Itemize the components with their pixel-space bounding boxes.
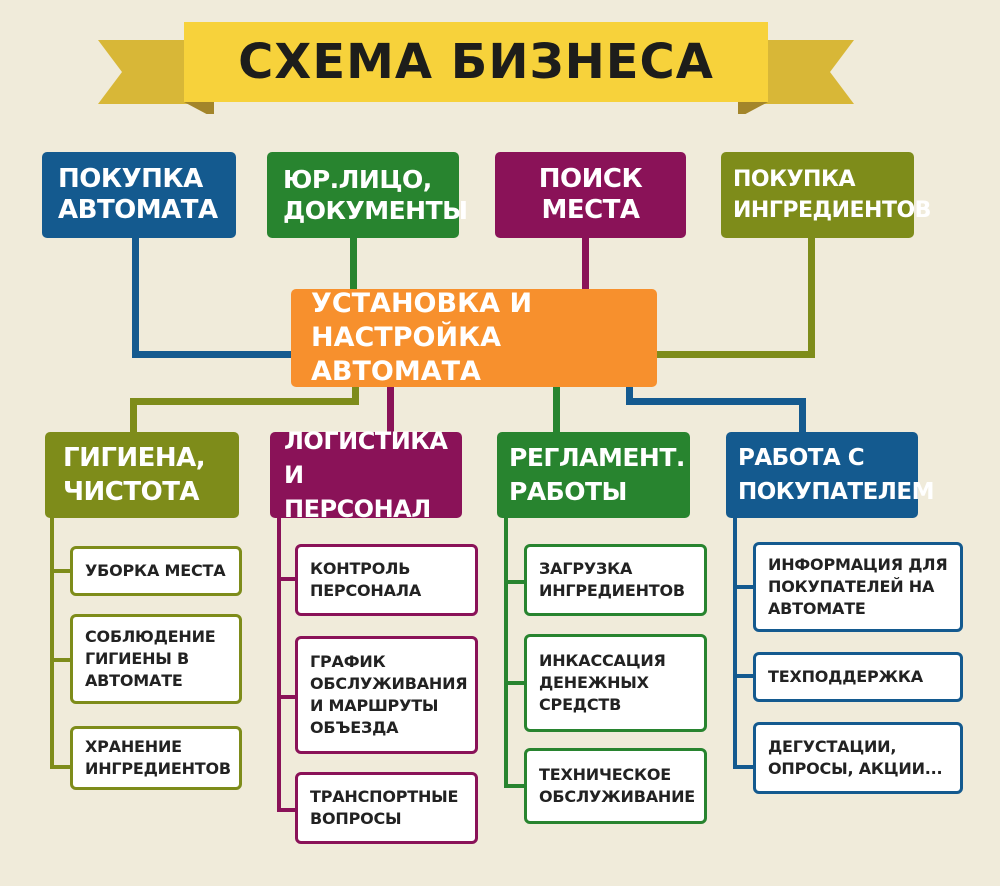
sub-item: ТЕХПОДДЕРЖКА xyxy=(753,652,963,702)
connector-line xyxy=(50,765,72,769)
sub-item-label: ИНФОРМАЦИЯ ДЛЯ ПОКУПАТЕЛЕЙ НА АВТОМАТЕ xyxy=(768,555,948,618)
connector-line xyxy=(350,234,357,294)
category-label: РАБОТА С ПОКУПАТЕЛЕМ xyxy=(738,445,934,505)
connector-line xyxy=(352,386,359,405)
sub-item: КОНТРОЛЬ ПЕРСОНАЛА xyxy=(295,544,478,616)
connector-line xyxy=(626,398,806,405)
sub-item-label: ТЕХПОДДЕРЖКА xyxy=(768,667,923,686)
connector-line xyxy=(733,516,737,768)
category-customers: РАБОТА С ПОКУПАТЕЛЕМ xyxy=(726,432,934,518)
sub-item-label: СОБЛЮДЕНИЕ ГИГИЕНЫ В АВТОМАТЕ xyxy=(85,627,216,690)
sub-item-label: УБОРКА МЕСТА xyxy=(85,561,226,580)
sub-item: ДЕГУСТАЦИИ, ОПРОСЫ, АКЦИИ... xyxy=(753,722,963,794)
sub-item: ЗАГРУЗКА ИНГРЕДИЕНТОВ xyxy=(524,544,707,616)
category-regulations: РЕГЛАМЕНТ. РАБОТЫ xyxy=(497,432,690,518)
connector-line xyxy=(387,386,394,438)
connector-line xyxy=(654,351,815,358)
sub-item-label: КОНТРОЛЬ ПЕРСОНАЛА xyxy=(310,559,422,600)
center-box-install-setup: УСТАНОВКА И НАСТРОЙКА АВТОМАТА xyxy=(291,288,657,387)
connector-line xyxy=(277,516,281,812)
connector-line xyxy=(277,808,297,812)
connector-line xyxy=(733,674,755,678)
connector-line xyxy=(132,351,302,358)
connector-line xyxy=(130,398,137,438)
connector-line xyxy=(504,681,526,685)
connector-line xyxy=(733,765,755,769)
top-box-buy-machine: ПОКУПКА АВТОМАТА xyxy=(42,152,236,238)
connector-line xyxy=(504,516,508,788)
connector-line xyxy=(132,234,139,358)
top-box-buy-ingredients: ПОКУПКА ИНГРЕДИЕНТОВ xyxy=(721,152,931,238)
connector-line xyxy=(582,234,589,294)
sub-item: СОБЛЮДЕНИЕ ГИГИЕНЫ В АВТОМАТЕ xyxy=(70,614,242,704)
category-logistics: ЛОГИСТИКА И ПЕРСОНАЛ xyxy=(270,427,462,523)
center-box-label: УСТАНОВКА И НАСТРОЙКА АВТОМАТА xyxy=(311,288,533,387)
sub-item-label: ХРАНЕНИЕ ИНГРЕДИЕНТОВ xyxy=(85,737,231,778)
title-banner: СХЕМА БИЗНЕСА xyxy=(98,14,854,118)
sub-item: ГРАФИК ОБСЛУЖИВАНИЯ И МАРШРУТЫ ОБЪЕЗДА xyxy=(295,636,478,754)
sub-item: ТРАНСПОРТНЫЕ ВОПРОСЫ xyxy=(295,772,478,844)
top-box-label: ПОКУПКА ИНГРЕДИЕНТОВ xyxy=(733,167,931,223)
connector-line xyxy=(504,784,526,788)
connector-line xyxy=(626,386,633,405)
sub-item-label: ТЕХНИЧЕСКОЕ ОБСЛУЖИВАНИЕ xyxy=(539,765,696,806)
category-hygiene: ГИГИЕНА, ЧИСТОТА xyxy=(45,432,239,518)
top-box-label: ПОИСК МЕСТА xyxy=(538,164,643,225)
connector-line xyxy=(808,234,815,358)
sub-item: ИНКАССАЦИЯ ДЕНЕЖНЫХ СРЕДСТВ xyxy=(524,634,707,732)
connector-line xyxy=(799,398,806,438)
sub-item: ТЕХНИЧЕСКОЕ ОБСЛУЖИВАНИЕ xyxy=(524,748,707,824)
page-title: СХЕМА БИЗНЕСА xyxy=(238,34,714,90)
connector-line xyxy=(130,398,359,405)
sub-item: ИНФОРМАЦИЯ ДЛЯ ПОКУПАТЕЛЕЙ НА АВТОМАТЕ xyxy=(753,542,963,632)
sub-item-label: ГРАФИК ОБСЛУЖИВАНИЯ И МАРШРУТЫ ОБЪЕЗДА xyxy=(310,652,468,737)
sub-item: УБОРКА МЕСТА xyxy=(70,546,242,596)
category-label: РЕГЛАМЕНТ. РАБОТЫ xyxy=(509,443,685,506)
top-box-legal-entity: ЮР.ЛИЦО, ДОКУМЕНТЫ xyxy=(267,152,468,238)
connector-line xyxy=(553,386,560,438)
top-box-label: ЮР.ЛИЦО, ДОКУМЕНТЫ xyxy=(283,165,468,225)
connector-line xyxy=(277,577,297,581)
category-label: ГИГИЕНА, ЧИСТОТА xyxy=(63,443,206,507)
connector-line xyxy=(733,585,755,589)
sub-item: ХРАНЕНИЕ ИНГРЕДИЕНТОВ xyxy=(70,726,242,790)
connector-line xyxy=(50,658,72,662)
connector-line xyxy=(50,516,54,768)
sub-item-label: ДЕГУСТАЦИИ, ОПРОСЫ, АКЦИИ... xyxy=(768,737,943,778)
connector-line xyxy=(277,695,297,699)
top-box-find-place: ПОИСК МЕСТА xyxy=(495,152,686,238)
sub-item-label: ИНКАССАЦИЯ ДЕНЕЖНЫХ СРЕДСТВ xyxy=(539,651,666,714)
ribbon-shape xyxy=(98,22,854,118)
connector-line xyxy=(504,580,526,584)
sub-item-label: ТРАНСПОРТНЫЕ ВОПРОСЫ xyxy=(310,787,459,828)
sub-item-label: ЗАГРУЗКА ИНГРЕДИЕНТОВ xyxy=(539,559,685,600)
connector-line xyxy=(50,569,72,573)
top-box-label: ПОКУПКА АВТОМАТА xyxy=(58,164,218,225)
category-label: ЛОГИСТИКА И ПЕРСОНАЛ xyxy=(284,427,448,523)
